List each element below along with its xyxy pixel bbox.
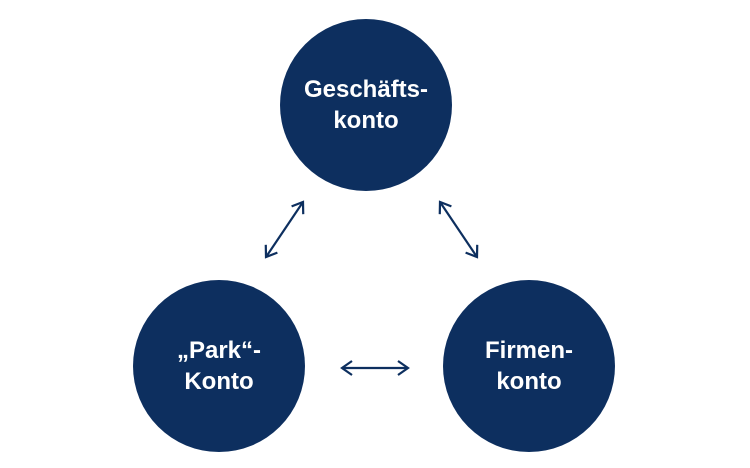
node-geschaeftskonto-label: Geschäfts- konto <box>303 76 429 134</box>
node-geschaeftskonto: Geschäfts- konto <box>280 19 452 191</box>
node-parkkonto: „Park“- Konto <box>133 280 305 452</box>
node-parkkonto-label: „Park“- Konto <box>176 337 262 395</box>
arrow-top-right-icon <box>438 200 479 259</box>
arrow-top-left-icon <box>264 200 305 259</box>
node-firmenkonto: Firmen- konto <box>443 280 615 452</box>
node-firmenkonto-label: Firmen- konto <box>484 337 573 395</box>
